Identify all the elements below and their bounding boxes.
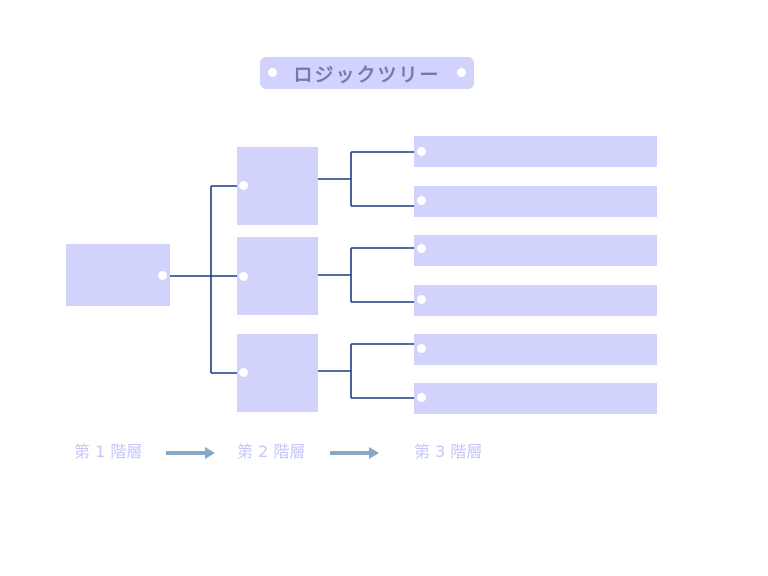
level-label-1: 第 1 階層 — [74, 442, 143, 461]
level3-box-4[interactable] — [414, 285, 657, 316]
title-box: ロジックツリー — [260, 57, 474, 89]
level-label-3: 第 3 階層 — [414, 442, 483, 461]
level3-box-1[interactable] — [414, 136, 657, 167]
level3-box-2-dot — [417, 196, 426, 205]
level3-box-1-dot — [417, 147, 426, 156]
level2-box-1-dot — [239, 181, 248, 190]
level3-box-5[interactable] — [414, 334, 657, 365]
level3-box-4-dot — [417, 295, 426, 304]
level3-box-5-dot — [417, 344, 426, 353]
level-label-2: 第 2 階層 — [237, 442, 306, 461]
level3-box-3-dot — [417, 244, 426, 253]
level3-box-2[interactable] — [414, 186, 657, 217]
level1-box[interactable] — [66, 244, 170, 306]
level3-box-6-dot — [417, 393, 426, 402]
level1-box-dot — [158, 271, 167, 280]
title-right-dot — [457, 68, 466, 77]
level3-box-3[interactable] — [414, 235, 657, 266]
level2-box-1[interactable] — [237, 147, 318, 225]
title-left-dot — [268, 68, 277, 77]
level2-box-3[interactable] — [237, 334, 318, 412]
level-arrow-2 — [330, 447, 379, 459]
level3-box-6[interactable] — [414, 383, 657, 414]
level2-box-2-dot — [239, 272, 248, 281]
diagram-title: ロジックツリー — [293, 63, 441, 86]
level2-box-2[interactable] — [237, 237, 318, 315]
level-arrow-1 — [166, 447, 215, 459]
level2-box-3-dot — [239, 368, 248, 377]
